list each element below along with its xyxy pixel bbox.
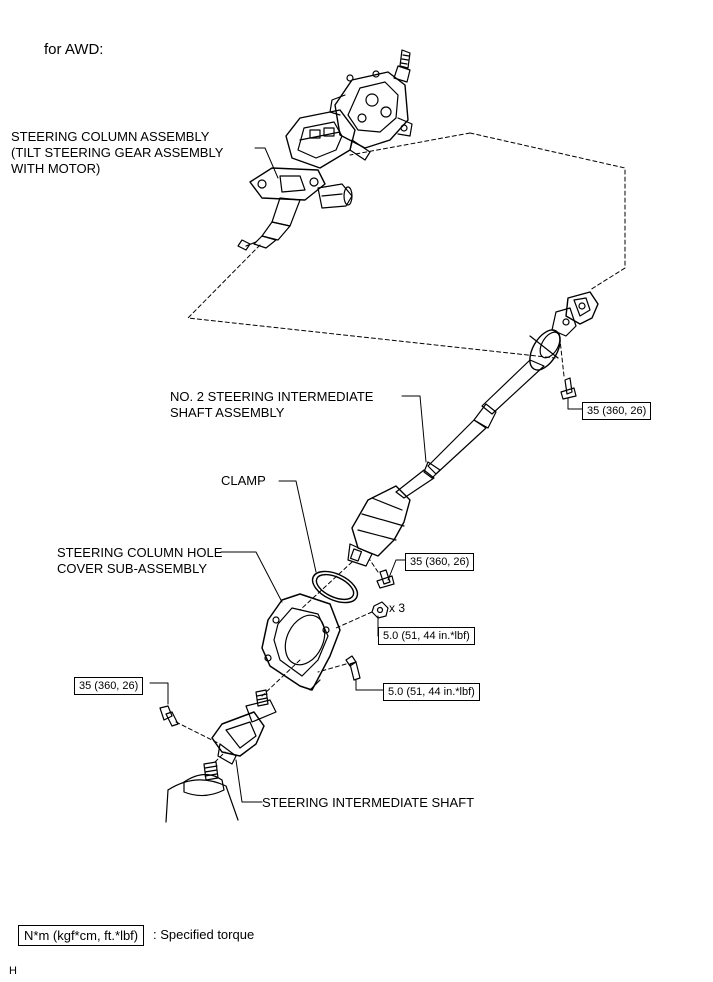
label-intermediate-shaft: STEERING INTERMEDIATE SHAFT (262, 795, 475, 810)
alignment-frame (187, 132, 626, 359)
diagram-title: for AWD: (44, 41, 104, 58)
label-line: WITH MOTOR) (11, 161, 101, 176)
steering-column-assembly (237, 49, 413, 251)
label-no2-intermediate-shaft: NO. 2 STEERING INTERMEDIATE SHAFT ASSEMB… (170, 389, 373, 421)
label-clamp: CLAMP (221, 473, 266, 488)
torque-box-upper-joint: 35 (360, 26) (582, 402, 652, 420)
label-line: SHAFT ASSEMBLY (170, 405, 285, 420)
label-steering-column-assembly: STEERING COLUMN ASSEMBLY (TILT STEERING … (11, 129, 223, 177)
no2-intermediate-shaft-assembly (347, 291, 599, 589)
steering-intermediate-shaft (159, 689, 277, 765)
label-quantity: x 3 (389, 601, 406, 615)
label-hole-cover: STEERING COLUMN HOLE COVER SUB-ASSEMBLY (57, 545, 222, 577)
legend-description: : Specified torque (153, 927, 255, 942)
torque-box-cover-bolt: 5.0 (51, 44 in.*lbf) (383, 683, 480, 701)
legend-torque-unit: N*m (kgf*cm, ft.*lbf) (18, 925, 145, 946)
label-line: (TILT STEERING GEAR ASSEMBLY (11, 145, 224, 160)
clamp (311, 570, 359, 604)
steering-gear-input (165, 761, 239, 823)
footer-code: H (9, 965, 17, 977)
label-line: STEERING COLUMN ASSEMBLY (11, 129, 210, 144)
label-line: COVER SUB-ASSEMBLY (57, 561, 208, 576)
torque-box-nut: 5.0 (51, 44 in.*lbf) (378, 627, 475, 645)
leader-lines (149, 147, 583, 803)
axis-lines (175, 339, 565, 763)
torque-box-intermediate-shaft: 35 (360, 26) (74, 677, 144, 695)
steering-column-hole-cover (261, 593, 389, 691)
label-line: STEERING COLUMN HOLE (57, 545, 223, 560)
torque-box-lower-joint: 35 (360, 26) (405, 553, 475, 571)
label-line: NO. 2 STEERING INTERMEDIATE (170, 389, 374, 404)
